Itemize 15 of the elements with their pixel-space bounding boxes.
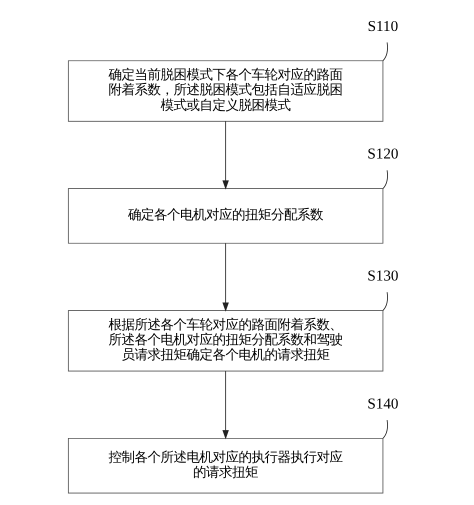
node-box: 根据所述各个车轮对应的路面附着系数、所述各个电机对应的扭矩分配系数和驾驶员请求扭矩确定各个电机的请求扭矩 xyxy=(68,310,384,372)
arrow xyxy=(222,120,229,190)
connector xyxy=(382,420,388,439)
node-text: S130 xyxy=(367,268,398,285)
connector xyxy=(382,170,388,189)
connector xyxy=(382,42,388,62)
node-text: S140 xyxy=(367,396,398,412)
arrow xyxy=(222,370,229,440)
connector xyxy=(382,292,388,311)
node-box: 控制各个所述电机对应的执行器执行对应的请求扭矩 xyxy=(68,438,384,494)
node-text: S110 xyxy=(368,18,398,35)
arrow xyxy=(222,243,229,312)
node-box: 确定各个电机对应的扭矩分配系数 xyxy=(68,188,384,244)
node-text: S120 xyxy=(367,146,398,163)
node-box: 确定当前脱困模式下各个车轮对应的路面附着系数，所述脱困模式包括自适应脱困模式或自定义脱困模式 xyxy=(68,60,384,122)
